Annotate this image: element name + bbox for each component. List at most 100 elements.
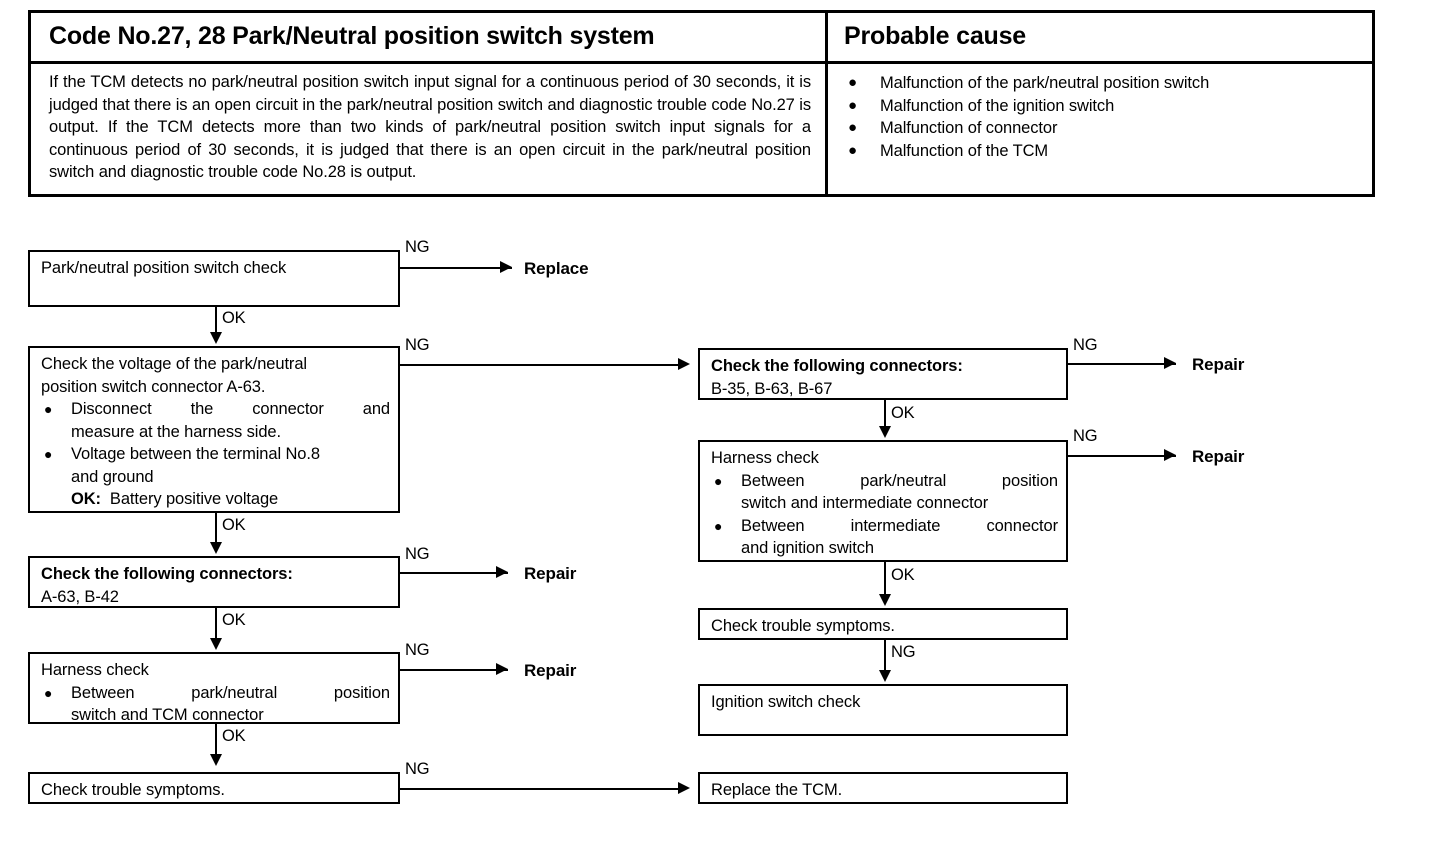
edge-label-ng: NG xyxy=(405,641,430,659)
arrowhead-icon xyxy=(210,638,222,650)
edge-label-ok: OK xyxy=(222,611,246,629)
list-item: ● Malfunction of connector xyxy=(844,117,1362,140)
edge-label-ok: OK xyxy=(222,309,246,327)
table-header-row: Code No.27, 28 Park/Neutral position swi… xyxy=(31,13,1372,64)
bullet-line1: Between intermediate connector xyxy=(741,516,1058,535)
cause-label: Malfunction of the TCM xyxy=(880,141,1049,160)
node-title: Ignition switch check xyxy=(711,693,861,711)
edge-label-ok: OK xyxy=(222,516,246,534)
terminal-replace: Replace xyxy=(524,259,589,278)
cause-label: Malfunction of connector xyxy=(880,119,1058,137)
edge-n3-ok xyxy=(215,608,217,639)
edge-label-ng: NG xyxy=(1073,336,1098,354)
edge-label-ng: NG xyxy=(405,336,430,354)
node-title: Harness check xyxy=(41,661,149,679)
list-item: ● Between park/neutral position switch a… xyxy=(41,682,390,727)
bullet-line2: switch and intermediate connector xyxy=(741,494,989,512)
terminal-repair: Repair xyxy=(1192,447,1245,466)
bullet-line1: Disconnect the connector and xyxy=(71,400,390,418)
bullet-icon: ● xyxy=(44,446,53,462)
node-title: Check the following connectors: xyxy=(711,357,963,375)
bullet-icon: ● xyxy=(848,119,857,136)
edge-label-ok: OK xyxy=(891,404,915,422)
bullet-line2: and ground xyxy=(71,467,154,486)
terminal-repair: Repair xyxy=(524,661,577,680)
bullet-line1: Between park/neutral position xyxy=(741,471,1058,490)
node-bullet-list: ● Between park/neutral position switch a… xyxy=(711,470,1058,560)
flow-node-check-trouble-symptoms-right[interactable]: Check trouble symptoms. xyxy=(698,608,1068,640)
bullet-icon: ● xyxy=(848,96,857,114)
edge-n4-ok xyxy=(215,724,217,755)
edge-label-ng: NG xyxy=(891,643,916,661)
edge-n1-ng xyxy=(400,267,512,269)
bullet-line3: OK: Battery positive voltage xyxy=(71,488,390,511)
table-body-row: If the TCM detects no park/neutral posit… xyxy=(31,64,1372,194)
bullet-icon: ● xyxy=(714,472,723,489)
list-item: ● Between intermediate connector and ign… xyxy=(711,515,1058,560)
node-subtitle: A-63, B-42 xyxy=(41,587,119,606)
arrowhead-icon xyxy=(210,754,222,766)
bullet-line1: Voltage between the terminal No.8 xyxy=(71,445,320,463)
bullet-icon: ● xyxy=(714,517,723,534)
node-title: Replace the TCM. xyxy=(711,781,843,799)
list-item: ●Malfunction of the TCM xyxy=(844,140,1362,163)
probable-cause-list: ● Malfunction of the park/neutral positio… xyxy=(844,68,1362,168)
fault-summary-table: Code No.27, 28 Park/Neutral position swi… xyxy=(28,10,1375,197)
flow-node-replace-the-tcm[interactable]: Replace the TCM. xyxy=(698,772,1068,804)
flow-node-ignition-switch-check[interactable]: Ignition switch check xyxy=(698,684,1068,736)
arrowhead-icon xyxy=(496,566,508,578)
edge-r1-ng xyxy=(1068,363,1176,365)
node-bullet-list: ● Between park/neutral position switch a… xyxy=(41,682,390,727)
arrowhead-icon xyxy=(210,542,222,554)
list-item: ● Malfunction of the ignition switch xyxy=(844,95,1362,118)
ok-prefix: OK: xyxy=(71,490,101,508)
description-text: If the TCM detects no park/neutral posit… xyxy=(49,73,811,181)
edge-label-ok: OK xyxy=(891,566,915,584)
node-title: Check trouble symptoms. xyxy=(711,617,895,635)
list-item: ● Between park/neutral position switch a… xyxy=(711,470,1058,515)
node-title-line2: position switch connector A-63. xyxy=(41,377,266,396)
list-item: ● Voltage between the terminal No.8 and … xyxy=(41,443,390,511)
list-item: ● Disconnect the connector and measure a… xyxy=(41,398,390,443)
arrowhead-icon xyxy=(500,261,512,273)
bullet-line2: and ignition switch xyxy=(741,539,874,557)
flow-node-check-connectors-a63-b42[interactable]: Check the following connectors: A-63, B-… xyxy=(28,556,400,608)
edge-r3-ng xyxy=(884,640,886,672)
arrowhead-icon xyxy=(1164,449,1176,461)
edge-n2-ok xyxy=(215,513,217,544)
terminal-repair: Repair xyxy=(1192,355,1245,374)
bullet-icon: ● xyxy=(848,74,857,91)
edge-r2-ok xyxy=(884,562,886,596)
arrowhead-icon xyxy=(879,426,891,438)
flow-node-harness-check-right[interactable]: Harness check ● Between park/neutral pos… xyxy=(698,440,1068,562)
code-title: Code No.27, 28 Park/Neutral position swi… xyxy=(49,22,655,50)
ok-value: Battery positive voltage xyxy=(109,490,279,508)
edge-r2-ng xyxy=(1068,455,1176,457)
probable-cause-title: Probable cause xyxy=(844,22,1027,50)
flow-node-check-trouble-symptoms-left[interactable]: Check trouble symptoms. xyxy=(28,772,400,804)
arrowhead-icon xyxy=(678,782,690,794)
flow-node-check-connectors-b35-b63-b67[interactable]: Check the following connectors: B-35, B-… xyxy=(698,348,1068,400)
node-title: Park/neutral position switch check xyxy=(41,259,287,277)
list-item: ● Malfunction of the park/neutral positio… xyxy=(844,72,1362,95)
node-title-line1: Check the voltage of the park/neutral xyxy=(41,355,307,373)
edge-label-ok: OK xyxy=(222,727,246,745)
cause-label: Malfunction of the ignition switch xyxy=(880,96,1115,115)
arrowhead-icon xyxy=(210,332,222,344)
bullet-line2: measure at the harness side. xyxy=(71,422,281,441)
node-title: Harness check xyxy=(711,449,819,467)
node-title: Check the following connectors: xyxy=(41,565,293,583)
flow-node-park-neutral-switch-check[interactable]: Park/neutral position switch check xyxy=(28,250,400,307)
bullet-line2: switch and TCM connector xyxy=(71,706,264,724)
node-title: Check trouble symptoms. xyxy=(41,781,225,799)
bullet-icon: ● xyxy=(44,684,53,701)
flow-node-check-voltage-connector-a63[interactable]: Check the voltage of the park/neutral po… xyxy=(28,346,400,513)
edge-n2-ng-to-right xyxy=(400,364,686,366)
flow-node-harness-check-left[interactable]: Harness check ● Between park/neutral pos… xyxy=(28,652,400,724)
arrowhead-icon xyxy=(678,358,690,370)
node-subtitle: B-35, B-63, B-67 xyxy=(711,379,833,398)
table-header-cell-code: Code No.27, 28 Park/Neutral position swi… xyxy=(31,13,828,64)
cause-label: Malfunction of the park/neutral position… xyxy=(880,74,1210,92)
table-body-cell-causes: ● Malfunction of the park/neutral positio… xyxy=(828,64,1372,194)
